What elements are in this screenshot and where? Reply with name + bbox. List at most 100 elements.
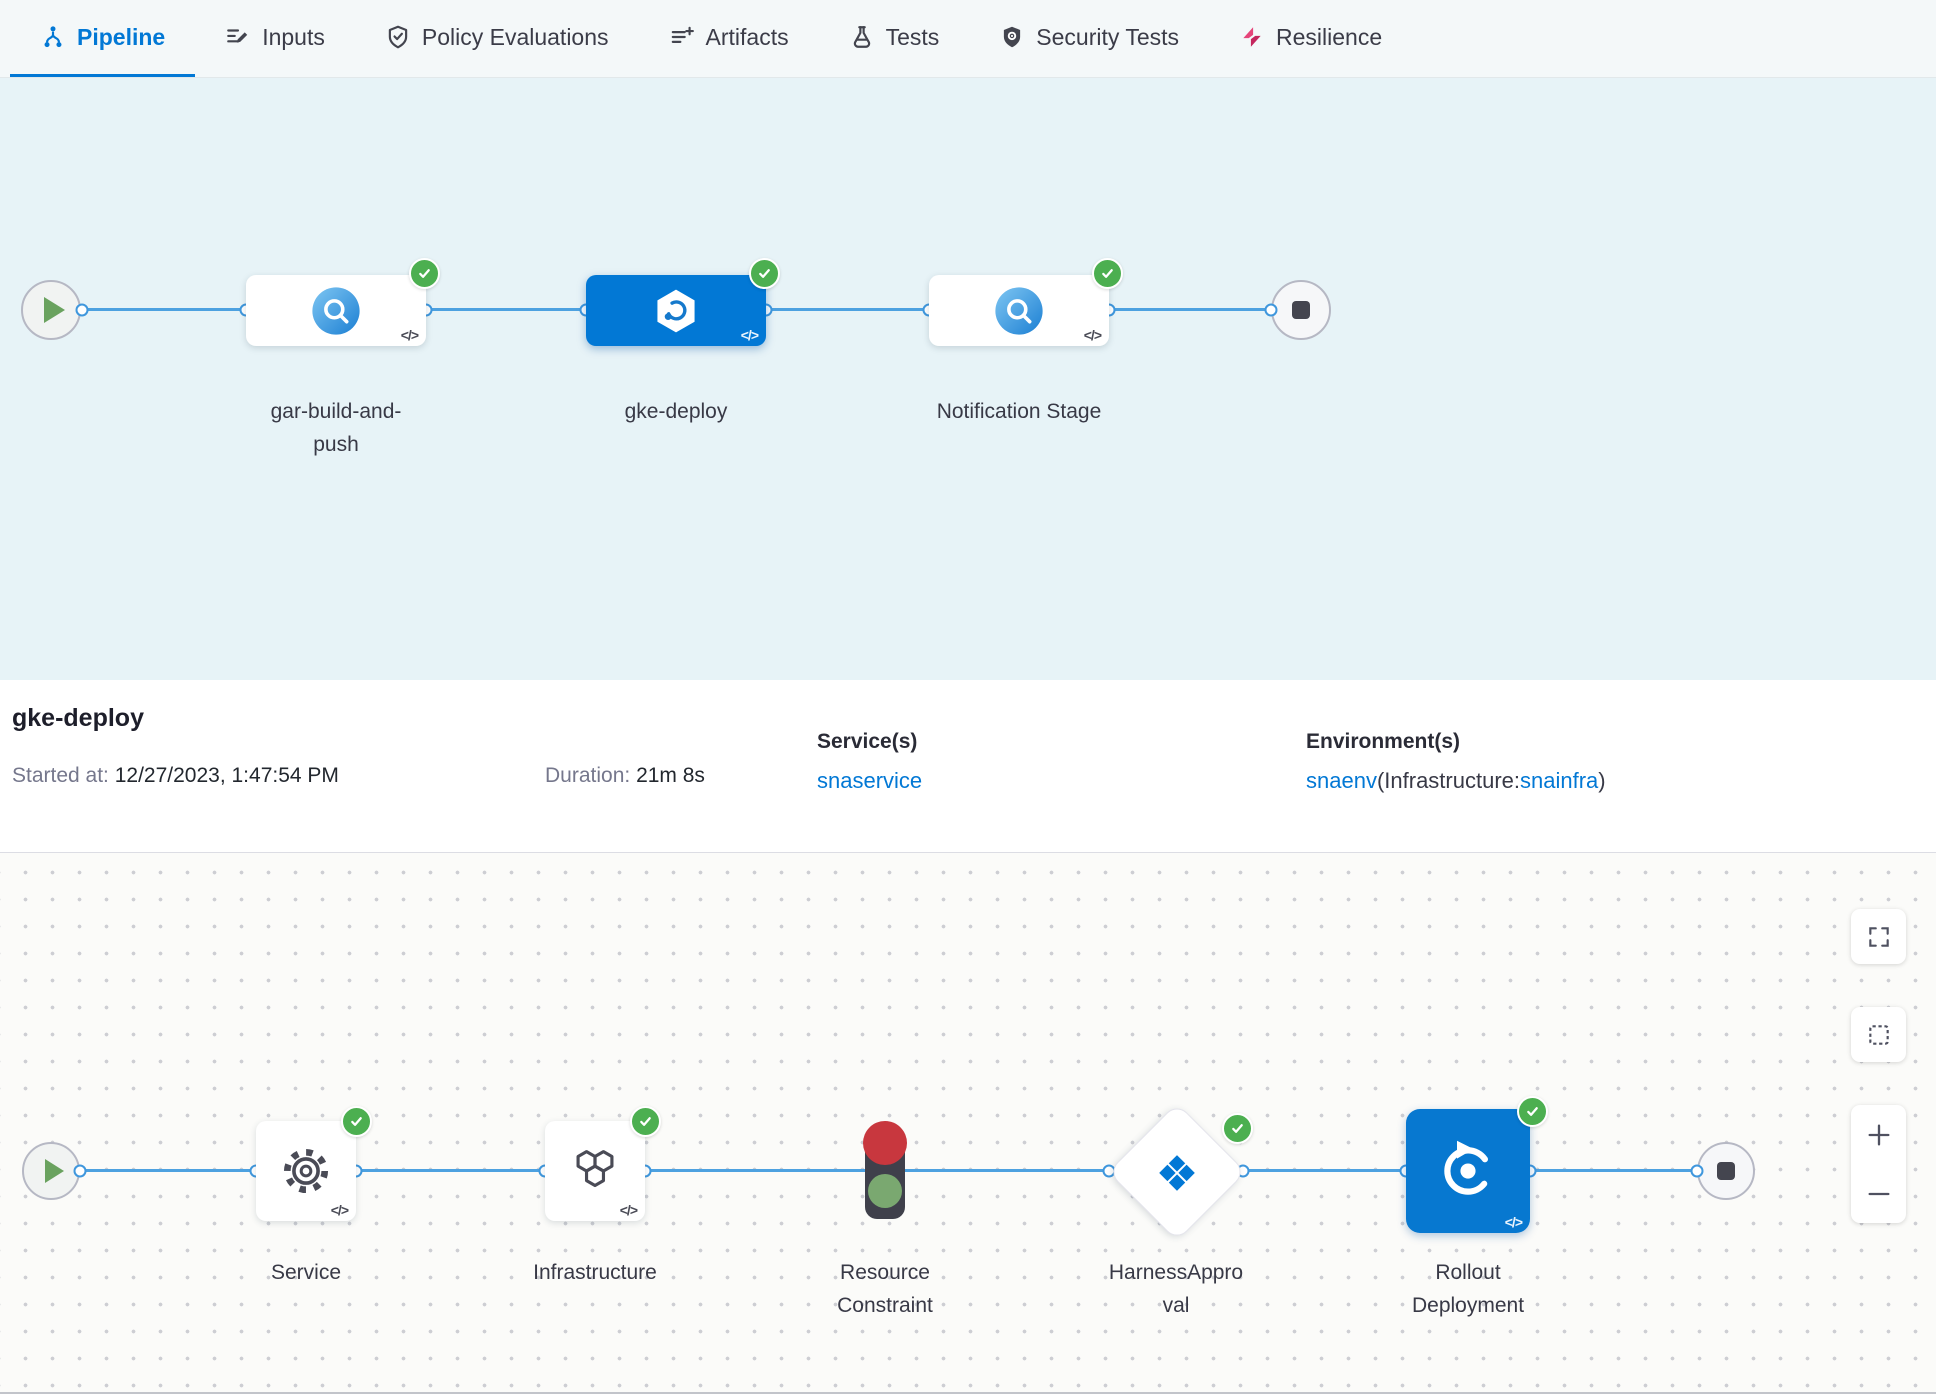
stop-icon — [1717, 1162, 1735, 1180]
step-card-infrastructure[interactable]: </> — [545, 1106, 661, 1221]
code-icon: </> — [740, 327, 759, 343]
started-at-value: 12/27/2023, 1:47:54 PM — [114, 764, 339, 787]
success-badge — [409, 258, 440, 289]
selection-icon — [1868, 1024, 1889, 1045]
connector-dot — [1264, 303, 1278, 317]
zoom-out-button[interactable] — [1851, 1164, 1906, 1223]
stage-card-gke-deploy[interactable]: </> — [586, 258, 780, 346]
stage-label: gke-deploy — [624, 400, 728, 423]
execution-details-bar: gke-deploy Started at: 12/27/2023, 1:47:… — [0, 680, 1936, 853]
environment-value: snaenv(Infrastructure:snainfra) — [1306, 768, 1606, 794]
started-at: Started at: 12/27/2023, 1:47:54 PM — [12, 764, 339, 788]
tab-label: Inputs — [262, 23, 325, 50]
duration: Duration: 21m 8s — [545, 764, 705, 788]
duration-label: Duration: — [545, 764, 631, 787]
fullscreen-icon — [1868, 926, 1889, 947]
execution-graph-panel: </> Service </> Infrastructure Resource … — [0, 853, 1936, 1394]
step-label: HarnessApproval — [1108, 1261, 1244, 1317]
tab-label: Artifacts — [705, 23, 789, 50]
tab-label: Policy Evaluations — [421, 23, 609, 50]
code-icon: </> — [1083, 327, 1102, 343]
tab-policy-evaluations[interactable]: Policy Evaluations — [355, 0, 639, 77]
service-link[interactable]: snaservice — [817, 768, 923, 793]
play-icon — [44, 1159, 64, 1183]
ci-stage-icon — [312, 286, 360, 335]
code-icon: </> — [1504, 1214, 1523, 1230]
success-badge — [1092, 258, 1123, 289]
selected-stage-title: gke-deploy — [12, 704, 144, 732]
success-badge — [1517, 1096, 1548, 1127]
stage-card-gar-build-and-push[interactable]: </> — [246, 258, 440, 346]
connector-dot — [75, 303, 89, 317]
plus-icon — [1868, 1124, 1889, 1145]
zoom-in-button[interactable] — [1851, 1105, 1906, 1164]
tab-pipeline[interactable]: Pipeline — [10, 0, 196, 77]
code-icon: </> — [400, 327, 419, 343]
services-header: Service(s) — [817, 730, 918, 753]
stop-icon — [1292, 301, 1310, 319]
policy-shield-check-icon — [388, 25, 408, 49]
tab-inputs[interactable]: Inputs — [195, 0, 355, 77]
hexagons-icon — [576, 1150, 614, 1188]
pipeline-start-node — [21, 280, 81, 340]
tab-label: Pipeline — [77, 23, 166, 50]
success-badge — [749, 258, 780, 289]
custom-stage-icon — [995, 286, 1043, 335]
stage-graph-panel: </> gar-build-and-push </> gke-deploy </… — [0, 78, 1936, 680]
tab-security-tests[interactable]: Security Tests — [969, 0, 1209, 77]
tab-resilience[interactable]: Resilience — [1209, 0, 1412, 77]
tab-tests[interactable]: Tests — [819, 0, 970, 77]
zoom-controls — [1851, 1105, 1906, 1223]
success-badge — [341, 1106, 372, 1137]
infrastructure-link[interactable]: snainfra — [1520, 768, 1599, 793]
success-badge — [1222, 1113, 1253, 1144]
cd-stage-icon — [657, 289, 695, 332]
step-label: Resource Constraint — [837, 1261, 933, 1317]
gear-icon — [283, 1148, 329, 1194]
tests-flask-icon — [853, 26, 870, 48]
execution-start-node — [22, 1142, 80, 1200]
traffic-light-icon — [863, 1121, 907, 1219]
connector-dot — [73, 1164, 87, 1178]
environment-link[interactable]: snaenv — [1306, 768, 1377, 793]
play-icon — [43, 297, 65, 323]
success-badge — [630, 1106, 661, 1137]
execution-end-node — [1697, 1142, 1755, 1200]
tab-label: Tests — [885, 23, 940, 50]
code-icon: </> — [619, 1202, 638, 1218]
started-at-label: Started at: — [12, 764, 109, 787]
step-card-service[interactable]: </> — [256, 1106, 372, 1221]
resilience-chaos-icon — [1243, 27, 1261, 47]
tab-bar: Pipeline Inputs Policy Evaluations Artif… — [0, 0, 1936, 78]
minus-icon — [1868, 1192, 1889, 1195]
step-harness-approval — [1107, 1102, 1253, 1242]
pipeline-icon — [44, 26, 62, 48]
code-icon: </> — [330, 1202, 349, 1218]
rollout-icon — [1444, 1140, 1492, 1195]
tab-artifacts[interactable]: Artifacts — [639, 0, 819, 77]
step-label: Rollout Deployment — [1411, 1261, 1525, 1317]
step-label: Infrastructure — [533, 1261, 657, 1284]
approval-icon — [1156, 1152, 1198, 1194]
tab-label: Resilience — [1276, 23, 1383, 50]
service-value: snaservice — [817, 768, 922, 794]
security-shield-gear-icon — [1004, 26, 1021, 48]
artifacts-list-plus-icon — [671, 26, 694, 43]
selection-tool-button[interactable] — [1851, 1007, 1906, 1062]
environment-suffix: ) — [1598, 768, 1606, 793]
stage-label: gar-build-and-push — [270, 400, 402, 456]
step-resource-constraint[interactable] — [857, 1119, 913, 1223]
tab-label: Security Tests — [1036, 23, 1180, 50]
fullscreen-button[interactable] — [1851, 909, 1906, 964]
connector-dot — [1690, 1164, 1704, 1178]
step-card-rollout-deployment[interactable]: </> — [1406, 1096, 1548, 1233]
environment-infra-prefix: (Infrastructure: — [1376, 768, 1520, 793]
pipeline-end-node — [1271, 280, 1331, 340]
environments-header: Environment(s) — [1306, 730, 1461, 753]
approval-diamond-node[interactable] — [1107, 1102, 1247, 1242]
stage-card-notification-stage[interactable]: </> — [929, 258, 1123, 346]
step-label: Service — [270, 1261, 342, 1284]
inputs-icon — [227, 29, 248, 43]
duration-value: 21m 8s — [636, 764, 705, 787]
stage-label: Notification Stage — [936, 400, 1102, 423]
